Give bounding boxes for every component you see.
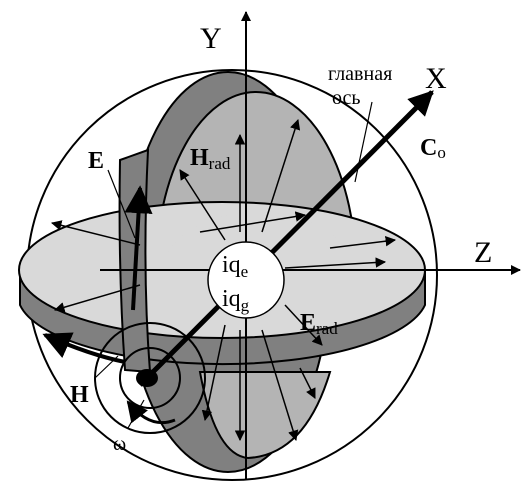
center-label-bottom: iqg (222, 286, 250, 315)
h-vector-arrow (42, 332, 126, 364)
e-rad-arrow-right-center (284, 257, 387, 269)
h-rad-arrow-upleft (179, 169, 226, 241)
omega-label-leader (127, 399, 145, 429)
e-rad-arrow-left-lower (53, 284, 141, 313)
omega-arrow (126, 400, 176, 425)
main-axis-label-line1: главная (328, 63, 392, 85)
h-label: H (70, 382, 89, 408)
rotation-circle-outer (94, 322, 206, 434)
y-axis-label: Y (200, 22, 222, 55)
e-rad-arrow-right-lower (284, 304, 323, 346)
h-rad-arrow-downright (261, 329, 299, 442)
e-vector-arrow (124, 185, 153, 311)
main-axis-leader (354, 101, 373, 183)
e-label-leader (107, 169, 136, 239)
h-label-leader (94, 355, 119, 379)
c0-label: Co (420, 135, 446, 162)
h-rad-label: Hrad (190, 145, 231, 173)
h-rad-arrow-downleft (201, 324, 226, 422)
e-label: E (88, 148, 104, 174)
e-rad-arrow-left-upper (50, 220, 141, 246)
e-rad-arrow-right-upper (329, 235, 397, 249)
e-rad-label: Erad (300, 310, 338, 338)
center-circle (207, 241, 285, 319)
charge-dot (136, 369, 158, 387)
z-axis-label: Z (474, 236, 492, 269)
rotation-circle-inner (119, 347, 181, 409)
h-rad-arrow-upright (261, 119, 301, 233)
x-axis-label: X (425, 62, 447, 95)
omega-label: ω (113, 433, 126, 455)
main-axis-label-line2: ось (332, 87, 361, 109)
h-rad-arrow-rightside (299, 367, 316, 399)
main-axis-x (138, 90, 434, 387)
center-label-top: iqe (222, 252, 248, 281)
